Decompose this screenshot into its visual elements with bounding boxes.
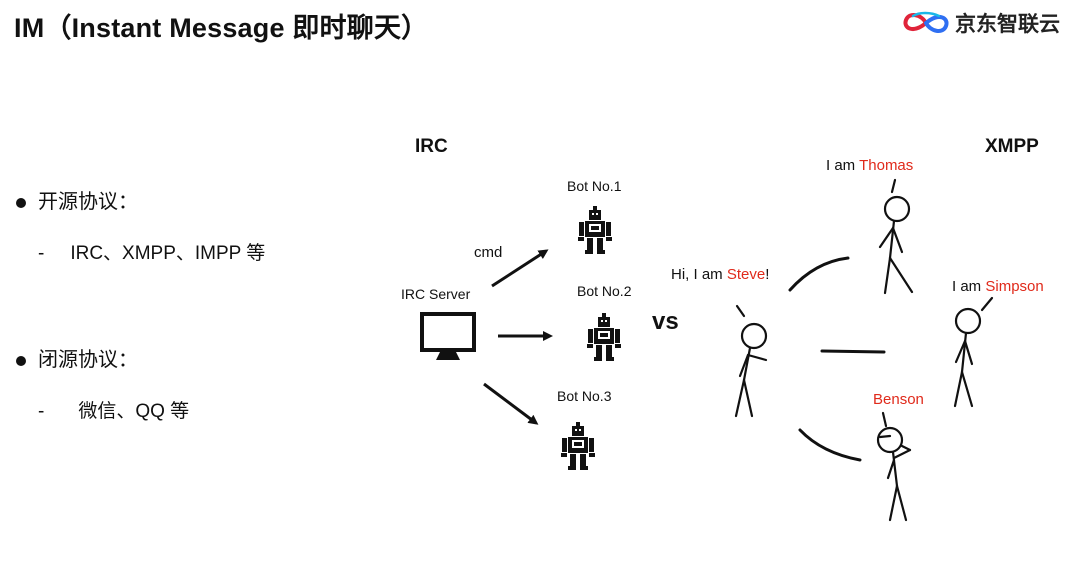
cmd-label: cmd [474,244,503,261]
name-steve: Steve [726,266,766,283]
sub-closed-source: - 微信、QQ 等 [38,396,189,423]
bullet-closed-source: 闭源协议： [16,343,138,372]
infinity-logo-icon [903,11,949,33]
robot-icon [578,206,612,254]
robot-icon [561,422,595,470]
arrow-to-bot-1 [491,249,549,288]
sub-detail: 微信、QQ 等 [78,401,190,422]
dash-icon: - [38,243,45,264]
bullet-heading: 闭源协议： [38,349,138,371]
name-benson: Benson [873,391,924,408]
sub-open-source: - IRC、XMPP、IMPP 等 [38,238,265,265]
irc-heading: IRC [415,136,448,157]
bullet-dot-icon [16,355,26,366]
speech-steve-tail: ! [765,266,770,283]
speech-thomas: I am Thomas [826,157,913,174]
name-simpson: Simpson [985,278,1044,295]
arrow-to-bot-3 [483,382,539,425]
speech-prefix: I am [952,278,982,295]
irc-server-label: IRC Server [401,286,471,302]
bot-3-label: Bot No.3 [557,388,612,404]
speech-prefix: I am [826,157,856,174]
brand-name: 京东智联云 [955,13,1060,36]
connection-arc [788,256,850,292]
dash-icon: - [38,401,45,422]
name-thomas: Thomas [859,157,914,174]
xmpp-heading: XMPP [985,136,1039,157]
sub-detail: IRC、XMPP、IMPP 等 [70,243,266,264]
stick-figure-thomas [878,178,914,295]
speech-steve-lead: Hi, I am [671,266,723,283]
connection-arc [798,428,862,462]
speech-simpson: I am Simpson [952,278,1044,295]
stick-figure-benson [876,411,912,522]
speech-steve: Hi, I am Steve! [671,266,769,283]
connection-line [820,349,886,354]
bullet-heading: 开源协议： [38,191,138,213]
bullet-open-source: 开源协议： [16,185,138,214]
bot-2-label: Bot No.2 [577,283,632,299]
stick-figure-steve [734,304,768,418]
vs-label: vs [652,308,679,335]
bullet-dot-icon [16,197,26,208]
page-title: IM（Instant Message 即时聊天） [14,13,429,43]
bot-1-label: Bot No.1 [567,178,622,194]
robot-icon [587,313,621,361]
stick-figure-simpson [953,296,994,408]
monitor-icon [420,312,476,360]
brand-logo: 京东智联云 [901,8,1060,38]
